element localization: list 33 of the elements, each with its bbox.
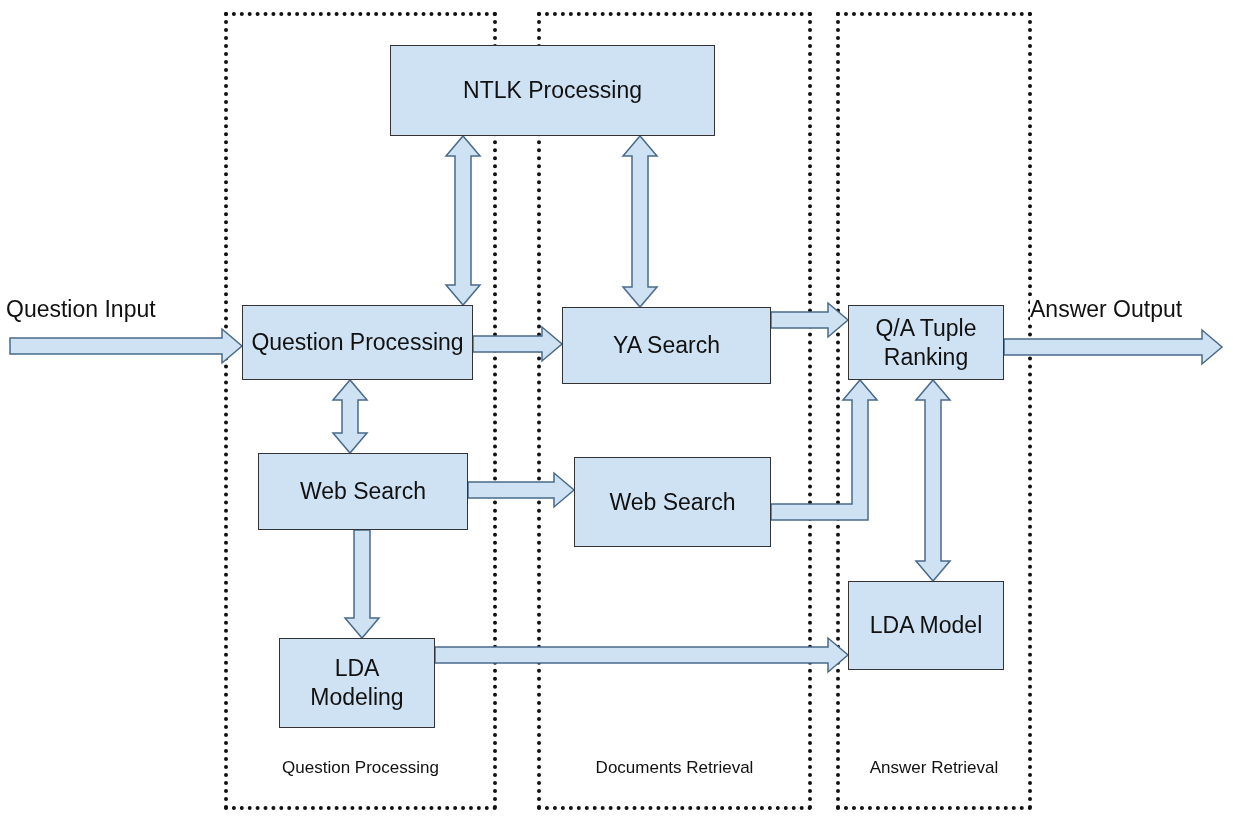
block-arrow <box>331 378 369 455</box>
process-box <box>848 581 1004 670</box>
block-arrow <box>434 636 850 674</box>
process-box <box>562 307 771 384</box>
region-label: Documents Retrieval <box>594 758 755 778</box>
block-arrow <box>444 134 482 307</box>
region-label: Question Processing <box>281 758 440 778</box>
box-label: Web Search <box>298 477 428 506</box>
process-box <box>574 457 771 547</box>
box-label: Question Processing <box>250 328 465 357</box>
box-label: LDA Model <box>868 611 984 640</box>
box-label: YA Search <box>612 331 721 360</box>
edge-label: Question Input <box>6 296 156 323</box>
process-box <box>390 45 715 136</box>
box-label: Web Search <box>608 487 737 517</box>
block-arrow <box>770 378 879 521</box>
block-arrow <box>1003 328 1224 366</box>
block-arrow <box>9 327 244 365</box>
block-arrow <box>472 325 564 363</box>
edge-label: Answer Output <box>1030 296 1183 323</box>
block-arrow <box>914 378 952 583</box>
block-arrow <box>770 301 850 339</box>
block-arrow <box>343 529 381 640</box>
box-label: LDA Modeling <box>309 654 405 712</box>
block-arrow <box>467 471 576 509</box>
box-label: NTLK Processing <box>462 76 643 105</box>
region-label: Answer Retrieval <box>868 758 1000 778</box>
process-box <box>258 453 468 530</box>
process-box <box>279 638 435 728</box>
process-box <box>848 305 1004 380</box>
process-box <box>242 305 473 380</box>
block-arrow <box>621 134 659 309</box>
box-label: Q/A Tuple Ranking <box>874 313 978 372</box>
